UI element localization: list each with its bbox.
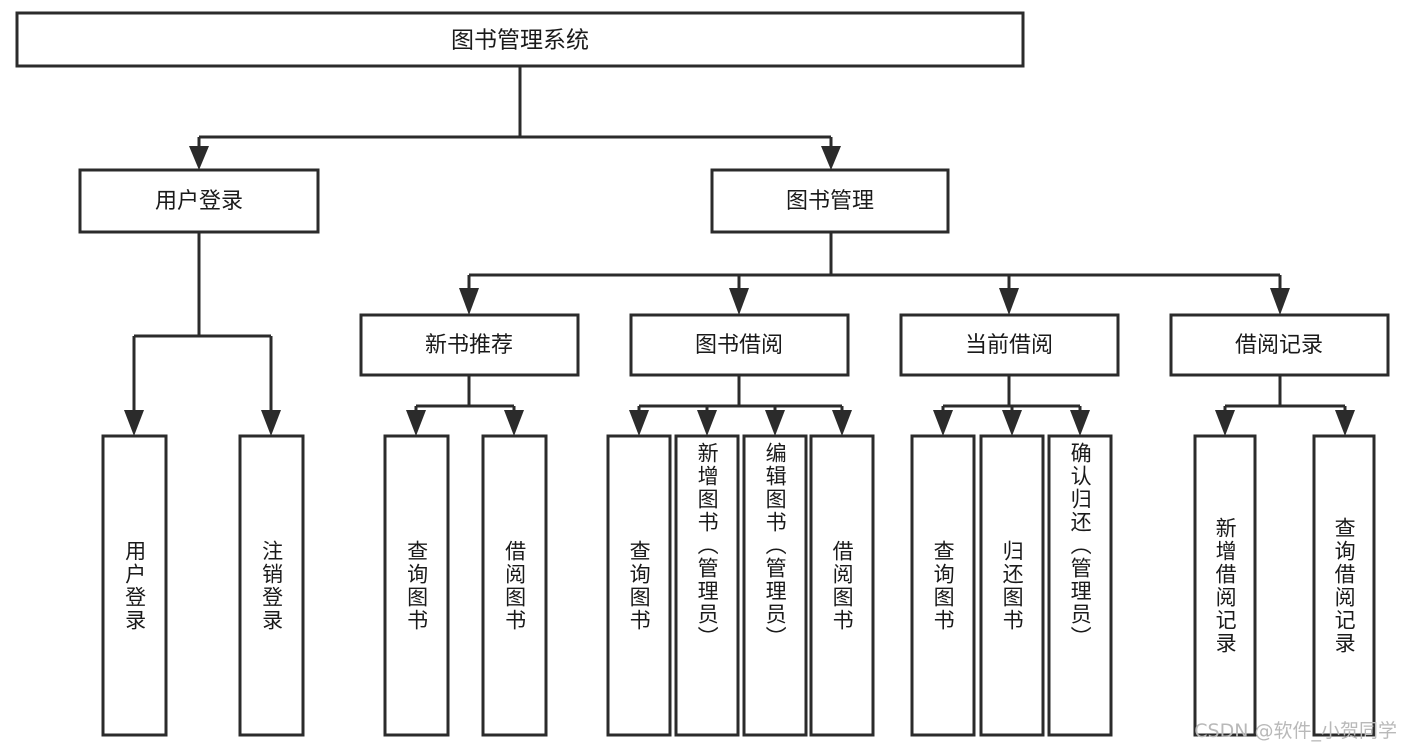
node-root-label: 图书管理系统: [451, 28, 589, 54]
arrow-head-leaf-edit-book: [765, 410, 785, 436]
leaf-box-query-book-1[interactable]: [383, 434, 450, 737]
node-book-manage-label: 图书管理: [786, 189, 874, 214]
arrow-head-borrow-record: [1270, 288, 1290, 315]
arrow-head-book-manage: [821, 146, 841, 170]
node-new-book-recommend-label: 新书推荐: [425, 333, 513, 358]
arrow-head-leaf-add-record: [1215, 410, 1235, 436]
leaf-box-query-book-2[interactable]: [606, 434, 672, 737]
arrow-head-leaf-logout: [261, 410, 281, 436]
node-current-borrow[interactable]: 当前借阅: [899, 313, 1120, 377]
node-root[interactable]: 图书管理系统: [15, 11, 1025, 68]
connector-bookborrow-to-leaves: [637, 375, 844, 414]
leaf-box-query-record[interactable]: [1312, 434, 1376, 737]
leaf-box-borrow-book-2[interactable]: [809, 434, 875, 737]
node-current-borrow-label: 当前借阅: [965, 333, 1053, 358]
arrow-head-leaf-query-book-1: [406, 410, 426, 436]
arrow-head-leaf-borrow-book-2: [832, 410, 852, 436]
leaf-box-add-record[interactable]: [1193, 434, 1257, 737]
arrow-head-leaf-confirm-return: [1070, 410, 1090, 436]
leaf-box-logout[interactable]: [238, 434, 305, 737]
connector-userlogin-to-leaves: [132, 232, 273, 414]
arrow-head-leaf-borrow-book-1: [504, 410, 524, 436]
connector-borrowrecord-to-leaves: [1223, 375, 1347, 414]
connector-currentborrow-to-leaves: [941, 375, 1082, 414]
node-user-login[interactable]: 用户登录: [78, 168, 320, 234]
node-borrow-record-label: 借阅记录: [1235, 333, 1323, 358]
node-book-manage[interactable]: 图书管理: [710, 168, 950, 234]
watermark-text: CSDN @软件_小贺同学: [1194, 720, 1397, 742]
leaf-box-borrow-book-1[interactable]: [481, 434, 548, 737]
leaf-box-query-book-3[interactable]: [910, 434, 976, 737]
node-borrow-record[interactable]: 借阅记录: [1169, 313, 1390, 377]
node-user-login-label: 用户登录: [155, 189, 243, 214]
arrow-head-current-borrow: [999, 288, 1019, 315]
leaf-box-edit-book[interactable]: [742, 434, 808, 737]
connector-bookmanage-to-level3: [467, 232, 1282, 292]
node-new-book-recommend[interactable]: 新书推荐: [359, 313, 580, 377]
arrow-head-leaf-return-book: [1002, 410, 1022, 436]
node-book-borrow-label: 图书借阅: [695, 333, 783, 358]
arrow-head-user-login: [189, 146, 209, 170]
node-book-borrow[interactable]: 图书借阅: [629, 313, 850, 377]
leaf-box-add-book[interactable]: [674, 434, 740, 737]
arrow-head-book-borrow: [729, 288, 749, 315]
arrow-head-leaf-query-record: [1335, 410, 1355, 436]
arrow-head-leaf-query-book-2: [629, 410, 649, 436]
arrow-head-leaf-user-login: [124, 410, 144, 436]
arrow-head-leaf-query-book-3: [933, 410, 953, 436]
leaf-box-user-login[interactable]: [101, 434, 168, 737]
leaf-box-return-book[interactable]: [979, 434, 1045, 737]
arrow-head-new-book-recommend: [459, 288, 479, 315]
arrow-head-leaf-add-book: [697, 410, 717, 436]
leaf-box-confirm-return[interactable]: [1047, 434, 1113, 737]
connector-newbook-to-leaves: [414, 375, 516, 414]
connector-root-to-level2: [197, 66, 833, 150]
